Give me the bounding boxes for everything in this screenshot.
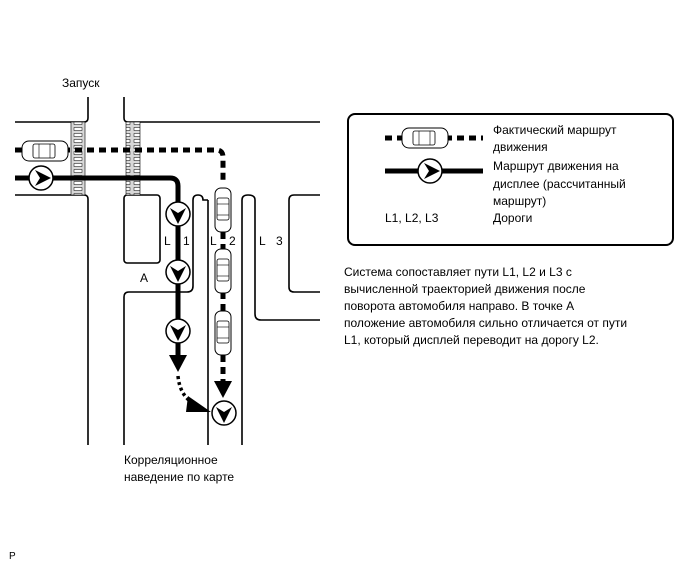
legend-actual-route: движения bbox=[493, 140, 548, 154]
road-l3-number: 3 bbox=[276, 234, 283, 248]
legend-actual-route: Фактический маршрут bbox=[493, 123, 617, 137]
car-icon bbox=[401, 127, 449, 149]
legend-display-route: маршрут) bbox=[493, 194, 546, 208]
description-line: положение автомобиля сильно отличается о… bbox=[344, 316, 627, 330]
footer-code: P bbox=[9, 551, 16, 562]
car-icon bbox=[214, 187, 232, 233]
vehicle-position-marker-icon bbox=[165, 318, 191, 344]
legend-display-route: Маршрут движения на bbox=[493, 159, 619, 173]
map-matching-label: наведение по карте bbox=[124, 470, 234, 484]
corrected-position-marker-icon bbox=[211, 400, 237, 426]
description-line: Система сопоставляет пути L1, L2 и L3 с bbox=[344, 265, 572, 279]
road-l2-letter: L bbox=[210, 234, 217, 248]
car-icon bbox=[21, 140, 69, 162]
vehicle-position-marker-icon bbox=[417, 158, 443, 184]
point-a-label: A bbox=[140, 271, 148, 285]
road-l3-letter: L bbox=[259, 234, 266, 248]
vehicle-position-marker-icon bbox=[165, 201, 191, 227]
crosswalk bbox=[70, 121, 86, 196]
description-line: L1, который дисплей переводит на дорогу … bbox=[344, 333, 599, 347]
crosswalk bbox=[125, 121, 141, 196]
road-l1-number: 1 bbox=[183, 234, 190, 248]
legend: Фактический маршрут движения Маршрут дви… bbox=[347, 113, 674, 246]
description-line: поворота автомобиля направо. В точке A bbox=[344, 299, 574, 313]
description: Система сопоставляет пути L1, L2 и L3 с … bbox=[344, 265, 627, 347]
arrow-head-icon bbox=[214, 381, 232, 398]
start-label: Запуск bbox=[62, 76, 100, 90]
description-line: вычисленной траекторией движения после bbox=[344, 282, 586, 296]
arrow-head-icon bbox=[169, 355, 187, 372]
car-icon bbox=[214, 248, 232, 294]
arrow-head-icon bbox=[186, 396, 211, 412]
vehicle-position-marker-icon bbox=[165, 259, 191, 285]
actual-route bbox=[15, 140, 232, 398]
legend-roads-key: L1, L2, L3 bbox=[385, 211, 439, 225]
legend-display-route: дисплее (рассчитанный bbox=[493, 177, 626, 191]
map-matching-label: Корреляционное bbox=[124, 453, 218, 467]
calculated-route bbox=[15, 165, 237, 426]
legend-roads-value: Дороги bbox=[493, 211, 532, 225]
road-l2-number: 2 bbox=[229, 234, 236, 248]
car-icon bbox=[214, 310, 232, 356]
vehicle-position-marker-icon bbox=[28, 165, 54, 191]
road-l1-letter: L bbox=[164, 234, 171, 248]
